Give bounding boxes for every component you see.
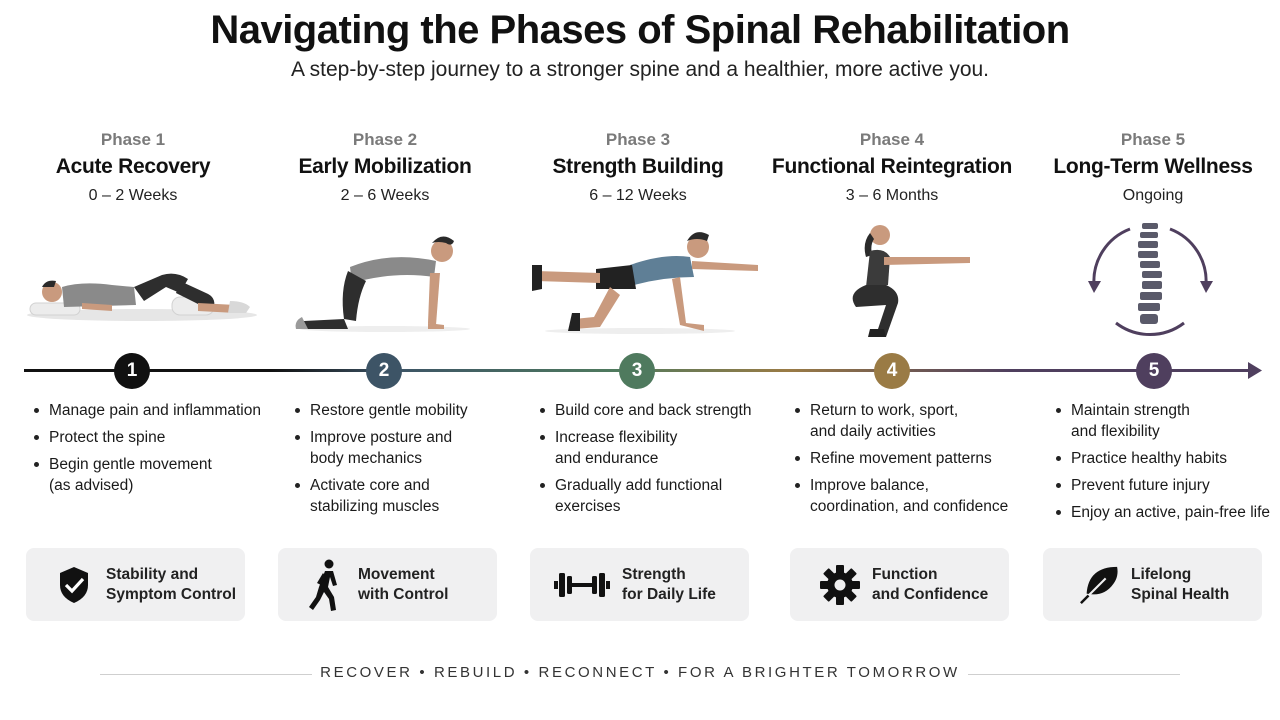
phase-2-duration: 2 – 6 Weeks	[340, 187, 430, 204]
phase-1-badge: Stability and Symptom Control	[26, 548, 245, 621]
phase-5-number: Phase 5	[1120, 130, 1186, 149]
footer-divider-right	[968, 674, 1180, 675]
gear-icon	[820, 564, 860, 605]
phase-1-header: Phase 1 Acute Recovery 0 – 2 Weeks	[3, 130, 263, 205]
footer-divider-left	[100, 674, 312, 675]
list-item: Restore gentle mobility	[294, 400, 524, 421]
list-item: Improve balance, coordination, and confi…	[794, 475, 1024, 517]
phase-5-node: 5	[1136, 353, 1172, 389]
list-item: Activate core and stabilizing muscles	[294, 475, 524, 517]
badge-label: Stability and Symptom Control	[106, 565, 237, 603]
phase-2-badge: Movement with Control	[278, 548, 497, 621]
all-fours-person-illustration	[295, 236, 470, 332]
phase-4-duration: 3 – 6 Months	[845, 187, 939, 204]
list-item: Improve posture and body mechanics	[294, 427, 524, 469]
badge-label: Function and Confidence	[872, 565, 989, 603]
badge-label: Movement with Control	[358, 565, 449, 603]
phase-3-goals: Build core and back strength Increase fl…	[539, 400, 769, 523]
phase-1-duration: 0 – 2 Weeks	[88, 187, 178, 204]
phase-3-node: 3	[619, 353, 655, 389]
phase-5-duration: Ongoing	[1122, 187, 1184, 204]
phase-5-name: Long-Term Wellness	[1053, 155, 1253, 178]
phase-3-duration: 6 – 12 Weeks	[589, 187, 687, 204]
phase-4-header: Phase 4 Functional Reintegration 3 – 6 M…	[762, 130, 1022, 205]
list-item: Increase flexibility and endurance	[539, 427, 769, 469]
phase-4-goals: Return to work, sport, and daily activit…	[794, 400, 1024, 523]
shield-check-icon	[54, 565, 94, 605]
phase-3-name: Strength Building	[552, 155, 724, 178]
badge-label: Strength for Daily Life	[622, 565, 716, 603]
leaf-icon	[1079, 565, 1119, 605]
phase-5-goals: Maintain strength and flexibility Practi…	[1055, 400, 1280, 529]
phase-5-badge: Lifelong Spinal Health	[1043, 548, 1262, 621]
phase-1-node: 1	[114, 353, 150, 389]
badge-label: Lifelong Spinal Health	[1131, 565, 1230, 603]
page-title: Navigating the Phases of Spinal Rehabili…	[210, 8, 1070, 52]
walking-person-icon	[306, 559, 346, 611]
phase-2-goals: Restore gentle mobility Improve posture …	[294, 400, 524, 523]
list-item: Gradually add functional exercises	[539, 475, 769, 517]
list-item: Begin gentle movement (as advised)	[33, 454, 263, 496]
list-item: Prevent future injury	[1055, 475, 1280, 496]
phase-4-badge: Function and Confidence	[790, 548, 1009, 621]
list-item: Protect the spine	[33, 427, 263, 448]
list-item: Refine movement patterns	[794, 448, 1024, 469]
phase-2-node: 2	[366, 353, 402, 389]
list-item: Maintain strength and flexibility	[1055, 400, 1280, 442]
phase-1-name: Acute Recovery	[55, 155, 211, 178]
phase-1-number: Phase 1	[100, 130, 166, 149]
dumbbell-icon	[554, 565, 610, 605]
squat-person-illustration	[852, 225, 970, 337]
phase-3-number: Phase 3	[605, 130, 671, 149]
phase-4-name: Functional Reintegration	[771, 155, 1013, 178]
phase-2-number: Phase 2	[352, 130, 418, 149]
footer-tagline: RECOVER • REBUILD • RECONNECT • FOR A BR…	[320, 664, 960, 681]
spine-cycle-illustration	[1088, 223, 1213, 337]
list-item: Practice healthy habits	[1055, 448, 1280, 469]
phase-3-header: Phase 3 Strength Building 6 – 12 Weeks	[508, 130, 768, 205]
bird-dog-exercise-illustration	[532, 232, 758, 334]
phase-4-number: Phase 4	[859, 130, 925, 149]
page-subtitle: A step-by-step journey to a stronger spi…	[290, 58, 990, 81]
phase-1-goals: Manage pain and inflammation Protect the…	[33, 400, 263, 502]
lying-down-person-illustration	[27, 273, 257, 321]
list-item: Manage pain and inflammation	[33, 400, 263, 421]
phase-2-name: Early Mobilization	[298, 155, 472, 178]
list-item: Return to work, sport, and daily activit…	[794, 400, 1024, 442]
list-item: Enjoy an active, pain-free life	[1055, 502, 1280, 523]
phase-3-badge: Strength for Daily Life	[530, 548, 749, 621]
phase-5-header: Phase 5 Long-Term Wellness Ongoing	[1023, 130, 1280, 205]
phase-4-node: 4	[874, 353, 910, 389]
list-item: Build core and back strength	[539, 400, 769, 421]
phase-2-header: Phase 2 Early Mobilization 2 – 6 Weeks	[255, 130, 515, 205]
